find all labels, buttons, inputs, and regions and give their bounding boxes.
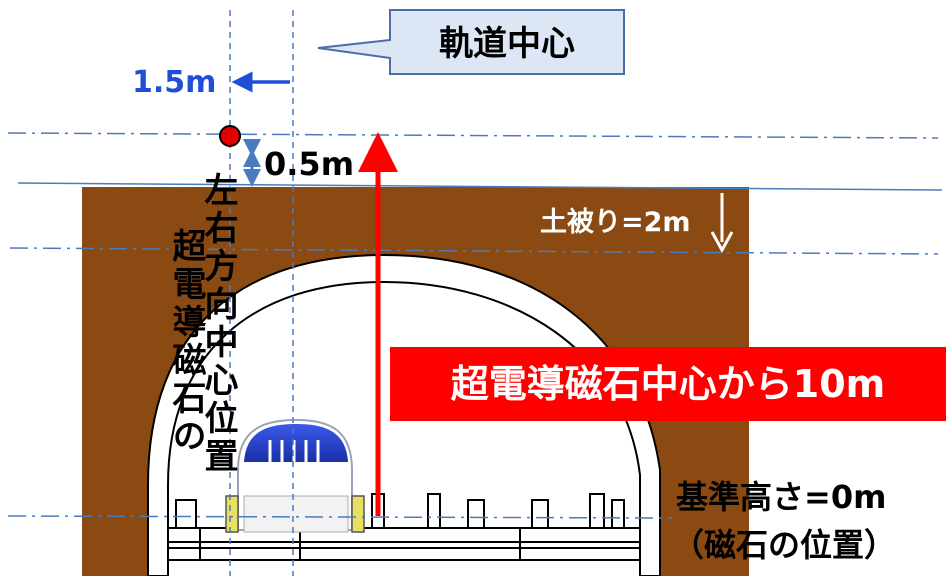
magnet-position-vertical-label: 超電導磁石の 左右方向中心位置 [166,172,238,476]
guideway [167,493,641,561]
cover-depth-label: 土被り=2m [540,207,691,238]
magnet-position-label: （磁石の位置） [672,526,896,564]
distance-label-box [390,347,946,421]
track-center-label: 軌道中心 [439,24,575,64]
vertical-offset-label: 0.5m [264,145,354,183]
horizontal-offset-label: 1.5m [132,65,216,100]
maglev-train [225,418,365,533]
horizontal-guide-lines [7,132,943,519]
distance-label: 超電導磁石中心から10m [451,362,885,406]
cover-depth-arrowhead [710,231,734,254]
magnet-label-line1: 超電導磁石の [166,228,207,456]
magnet-label-line2: 左右方向中心位置 [198,172,238,476]
reference-height-label: 基準高さ=0m [676,478,886,516]
track-center-callout: 軌道中心 [317,9,625,75]
magnet-center-dot [219,125,241,147]
